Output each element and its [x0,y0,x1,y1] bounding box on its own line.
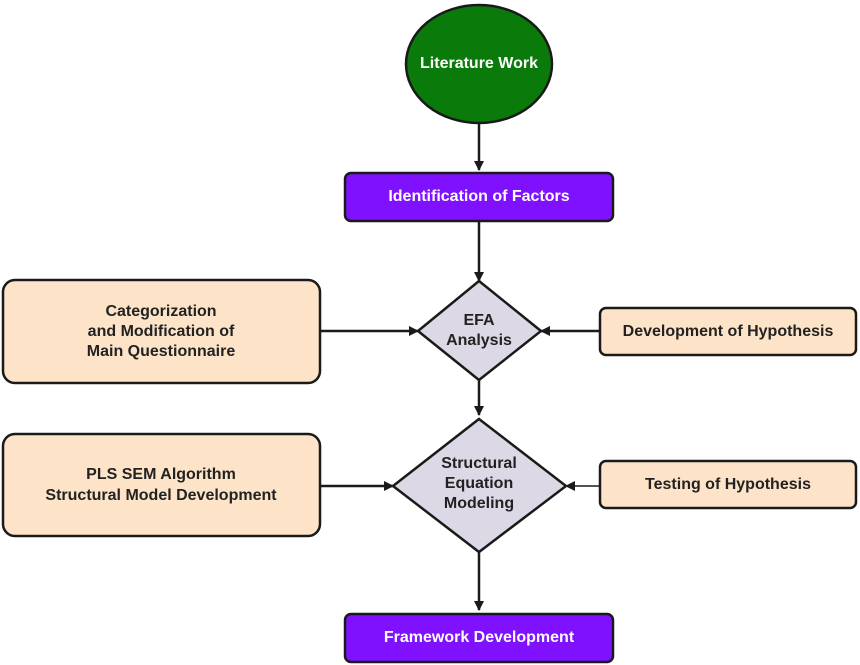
categorization-line-3: Main Questionnaire [87,343,236,360]
sem-node: Structural Equation Modeling [390,417,569,554]
hypothesis-test-box [598,459,858,510]
categorization-line-2: and Modification of [88,323,235,340]
framework-label: Framework Development [384,629,575,646]
efa-line-1: EFA [463,312,495,329]
start-ellipse [404,3,554,125]
efa-analysis-node: EFA Analysis [416,279,544,382]
sem-line-2: Equation [445,475,513,492]
development-of-hypothesis-node: Development of Hypothesis [598,306,858,357]
framework-development-node: Framework Development [343,612,615,664]
sem-line-1: Structural [441,455,517,472]
hypothesis-dev-box [598,306,858,357]
framework-box [343,612,615,664]
hypothesis-dev-label: Development of Hypothesis [623,323,834,340]
literature-work-label: Literature Work [420,55,538,72]
testing-of-hypothesis-node: Testing of Hypothesis [598,459,858,510]
sem-diamond [390,417,569,554]
pls-sem-node: PLS SEM Algorithm Structural Model Devel… [1,432,322,538]
literature-work-node: Literature Work [404,3,554,125]
pls-line-2: Structural Model Development [45,487,277,504]
categorization-line-1: Categorization [105,303,216,320]
identification-of-factors-node: Identification of Factors [343,171,615,223]
efa-diamond [416,279,544,382]
pls-line-1: PLS SEM Algorithm [86,466,236,483]
pls-box [1,432,322,538]
sem-line-3: Modeling [444,495,514,512]
hypothesis-test-label: Testing of Hypothesis [645,476,811,493]
efa-line-2: Analysis [446,332,512,349]
identification-label: Identification of Factors [388,188,569,205]
categorization-node: Categorization and Modification of Main … [1,278,322,385]
identification-box [343,171,615,223]
categorization-box [1,278,322,385]
